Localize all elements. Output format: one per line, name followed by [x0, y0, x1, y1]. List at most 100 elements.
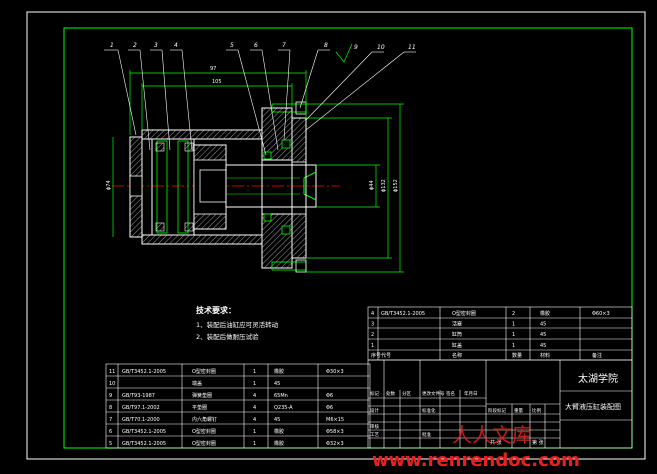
tb-label-5: 签名 — [446, 390, 455, 397]
bom-upper-name: 缸筒 — [452, 331, 462, 338]
bom-upper-header-no: 序号 — [371, 352, 381, 359]
piston-inner-2 — [177, 140, 189, 234]
end-cap-port — [129, 175, 143, 197]
tb-label-3: 分区 — [402, 390, 411, 397]
tb-approve: 批准 — [422, 431, 431, 438]
piston-inner — [156, 140, 168, 234]
balloon-3: 3 — [154, 42, 158, 49]
bom-lower-qty: 1 — [253, 381, 256, 387]
roughness-symbol — [335, 43, 353, 63]
tb-scale: 比例 — [532, 407, 541, 414]
tb-process: 工艺 — [370, 432, 379, 438]
tb-label-4: 更改文件号 — [422, 390, 445, 397]
bom-lower-qty: 1 — [253, 369, 256, 375]
piston-seal-3 — [184, 142, 194, 152]
bom-lower-mat: 橡胶 — [274, 440, 284, 447]
piston-seal-4 — [184, 222, 194, 232]
bom-lower-name: 端盖 — [192, 380, 202, 387]
main-section-view — [112, 101, 340, 273]
bom-lower-name: 平垫圈 — [192, 404, 207, 411]
tech-title: 技术要求： — [196, 305, 236, 315]
dim-r3: ϕ152 — [393, 179, 399, 192]
bom-upper-name: 缸盖 — [452, 342, 462, 349]
dimensions — [112, 43, 404, 273]
tb-stage: 阶段标记 — [488, 407, 506, 414]
bom-lower-qty: 4 — [253, 405, 256, 411]
end-cover-bottom — [291, 213, 307, 259]
school-name: 太湖学院 — [578, 372, 618, 385]
flange-seal-3 — [281, 139, 291, 149]
bom-lower-no: 8 — [109, 405, 112, 411]
tb-weight: 重量 — [514, 407, 523, 414]
bom-upper-no: 4 — [371, 311, 374, 317]
bom-upper-no: 3 — [371, 322, 374, 328]
watermark-cn: 人人文库 — [452, 423, 532, 447]
bom-upper-qty: 1 — [512, 332, 515, 338]
bom-upper-header-note: 备注 — [592, 352, 602, 359]
dim-97: 97 — [210, 66, 216, 72]
bom-lower-code: GB/T93-1987 — [122, 393, 155, 399]
tb-label-2: 处数 — [386, 390, 395, 397]
bom-lower-name: 弹簧垫圈 — [192, 392, 212, 399]
bom-lower-mat: 橡胶 — [274, 428, 284, 435]
flange-seal-2 — [263, 213, 272, 222]
bom-upper-no: 2 — [371, 332, 374, 338]
gland-bore — [193, 159, 227, 215]
bom-upper-name: 活塞 — [452, 321, 462, 328]
bom-lower-no: 11 — [109, 369, 115, 375]
title-block-grid — [367, 359, 633, 449]
tech-line-2: 2、装配后做耐压试验 — [196, 332, 259, 341]
dimension-texts: 97 105 ϕ74 ϕ44 ϕ132 ϕ152 — [106, 66, 399, 192]
bom-upper-header-name: 名称 — [452, 352, 462, 359]
flange-seal-1 — [263, 151, 272, 160]
tech-line-1: 1、装配后油缸应可灵活转动 — [196, 320, 279, 329]
bom-lower-code: GB/T3452.1-2005 — [122, 429, 166, 435]
bom-lower-no: 10 — [109, 381, 115, 387]
balloon-10: 10 — [377, 44, 385, 51]
bom-upper-code: GB/T3452.1-2005 — [381, 311, 425, 317]
dim-phi: ϕ74 — [106, 180, 112, 190]
watermark-url: www.renrendoc.com — [372, 450, 580, 471]
bom-lower-note: Φ6 — [326, 405, 333, 411]
balloon-5: 5 — [230, 42, 234, 49]
bom-upper-no: 1 — [371, 343, 374, 349]
title-block: 太湖学院 大臂液压缸装配图 标记 处数 分区 更改文件号 签名 年月日 设计 标… — [370, 372, 621, 446]
balloon-numbers: 1 2 3 4 5 6 7 8 9 10 11 — [110, 42, 416, 51]
bom-lower-no: 7 — [109, 417, 112, 423]
tb-sheet-total: 共 张 — [490, 439, 502, 446]
tb-check: 审核 — [370, 423, 379, 430]
balloon-11: 11 — [408, 44, 416, 51]
leader-lines — [104, 49, 416, 156]
dim-r1: ϕ44 — [369, 180, 375, 190]
bom-lower-code: GB/T3452.1-2005 — [122, 369, 166, 375]
balloon-9: 9 — [354, 44, 358, 51]
dim-105: 105 — [212, 79, 222, 85]
bom-upper-qty: 1 — [512, 322, 515, 328]
bom-upper-qty: 1 — [512, 343, 515, 349]
balloon-1: 1 — [110, 42, 114, 49]
bom-upper-name: O型密封圈 — [452, 310, 476, 317]
piston-seal-1 — [155, 142, 165, 152]
bom-lower-name: 内六角螺钉 — [192, 416, 217, 423]
balloon-4: 4 — [174, 42, 178, 49]
technical-requirements: 技术要求： 1、装配后油缸应可灵活转动 2、装配后做耐压试验 — [196, 305, 279, 341]
sheet-border — [26, 11, 646, 460]
bom-lower-qty: 4 — [253, 393, 256, 399]
balloon-8: 8 — [324, 42, 328, 49]
bom-lower-mat: Q235-A — [274, 405, 293, 411]
bom-lower-no: 5 — [109, 441, 112, 447]
bom-lower-note: Φ32×3 — [326, 441, 344, 447]
barrel-wall-bottom — [141, 234, 263, 245]
barrel-wall-top — [141, 129, 263, 140]
tb-design: 设计 — [370, 407, 379, 414]
flange-top — [261, 107, 293, 161]
bom-upper-header-qty: 数量 — [512, 352, 522, 359]
bom-upper-mat: 45 — [540, 332, 546, 338]
bom-lower-qty: 1 — [253, 441, 256, 447]
bom-lower-note: Φ6 — [326, 393, 333, 399]
bom-lower-qty: 4 — [253, 417, 256, 423]
flange-bottom — [261, 213, 293, 269]
